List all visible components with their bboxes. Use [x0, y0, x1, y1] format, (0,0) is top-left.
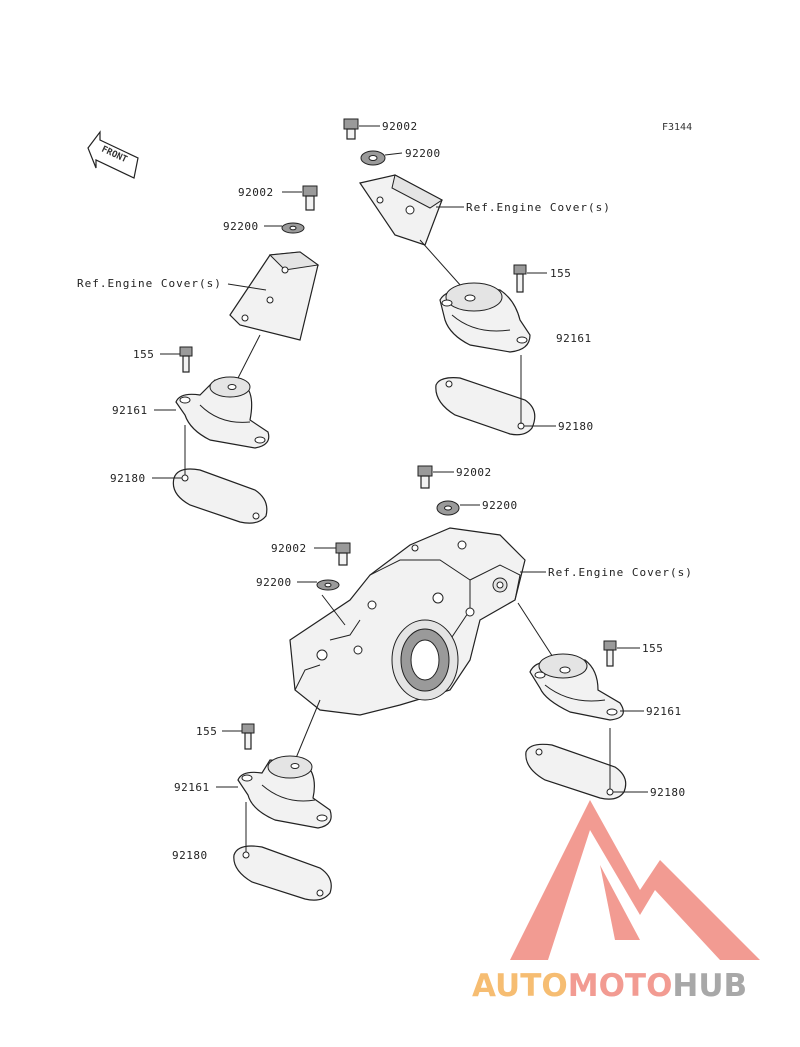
watermark-auto: AUTO [472, 968, 568, 1004]
engine-mount-92161-icon [237, 755, 332, 829]
engine-case-icon [289, 527, 526, 716]
callout-g2-mount-bolt: 155 [133, 348, 154, 361]
callout-g1-plate: 92180 [558, 420, 594, 433]
callout-g4-mount-bolt: 155 [196, 725, 217, 738]
callout-g4-washer: 92200 [256, 576, 292, 589]
svg-text:AUTOMOTOHUB: AUTOMOTOHUB [472, 968, 747, 1004]
bolt-92002-icon [343, 118, 359, 140]
callout-g3-washer: 92200 [482, 499, 518, 512]
callout-g4-bolt: 92002 [271, 542, 307, 555]
watermark-moto: MOTO [568, 968, 673, 1004]
bolt-155-icon [241, 723, 255, 750]
callout-g3-ref: Ref.Engine Cover(s) [548, 566, 693, 579]
gasket-plate-92180-icon [435, 377, 536, 436]
callout-g1-washer: 92200 [405, 147, 441, 160]
engine-bracket-icon [229, 251, 320, 341]
engine-mount-92161-icon [529, 653, 624, 721]
gasket-plate-92180-icon [172, 468, 268, 524]
automotohub-watermark: AUTOMOTOHUB [472, 800, 760, 1004]
engine-mount-92161-icon [175, 376, 270, 449]
figure-code: F3144 [662, 122, 692, 133]
engine-bracket-icon [359, 174, 443, 246]
callout-g2-ref: Ref.Engine Cover(s) [77, 277, 222, 290]
bolt-155-icon [179, 346, 193, 373]
mount-group-top-right: 92002 92200 Ref.Engine Cover(s) [343, 118, 611, 436]
gasket-plate-92180-icon [233, 845, 332, 901]
automotohub-logo-icon [510, 800, 760, 960]
callout-g3-mount-bolt: 155 [642, 642, 663, 655]
callout-g3-bolt: 92002 [456, 466, 492, 479]
callout-g3-mount: 92161 [646, 705, 682, 718]
callout-g4-mount: 92161 [174, 781, 210, 794]
callout-g1-mount-bolt: 155 [550, 267, 571, 280]
bolt-155-icon [603, 640, 617, 667]
bolt-155-icon [513, 264, 527, 293]
callout-g2-plate: 92180 [110, 472, 146, 485]
callout-g2-washer: 92200 [223, 220, 259, 233]
mount-group-right: 92002 92200 Ref.Engine Cover(s) 155 9216… [417, 465, 693, 800]
callout-g2-bolt: 92002 [238, 186, 274, 199]
callout-g3-plate: 92180 [650, 786, 686, 799]
callout-g1-mount: 92161 [556, 332, 592, 345]
bolt-92002-icon [302, 185, 318, 211]
callout-g1-ref: Ref.Engine Cover(s) [466, 201, 611, 214]
watermark-hub: HUB [672, 968, 747, 1004]
bolt-92002-icon [335, 542, 351, 566]
mount-group-bottom-left: 92002 92200 155 92161 92180 [172, 542, 351, 901]
bolt-92002-icon [417, 465, 433, 489]
mount-group-top-left: 92002 92200 Ref.Engine Cover(s) 15 [77, 185, 320, 524]
engine-mount-92161-icon [439, 282, 531, 353]
callout-g4-plate: 92180 [172, 849, 208, 862]
callout-g1-bolt: 92002 [382, 120, 418, 133]
callout-g2-mount: 92161 [112, 404, 148, 417]
front-arrow-icon: FRONT [87, 130, 139, 179]
